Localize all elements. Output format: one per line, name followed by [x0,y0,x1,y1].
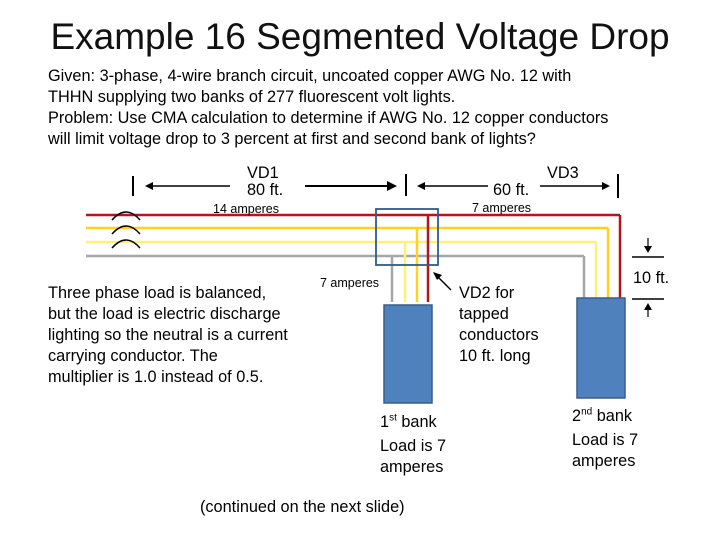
bank-2-load-unit: amperes [572,452,636,470]
bank-1-title: 1st bank [380,412,446,433]
bank-2-load: Load is 7 [572,431,639,449]
bank-1-word: bank [396,413,437,431]
main-current-label: 14 amperes [213,202,280,216]
drop-length-arrowhead-top [644,246,652,253]
vd1-label: VD1 [247,164,279,182]
vd2-line: 10 ft. long [459,347,531,365]
bank-2-caption: 2nd bank Load is 7 amperes [572,406,638,472]
continued-note: (continued on the next slide) [200,498,405,516]
vd1-right-arrowhead [387,181,397,191]
vd3-label: VD3 [547,164,579,182]
light-bank-2 [576,297,626,399]
note-line: but the load is electric discharge [48,305,281,323]
problem-line: will limit voltage drop to 3 percent at … [48,130,536,148]
vd2-line: tapped [459,305,509,323]
vd2-line: VD2 for [459,284,515,302]
drop-length-label: 10 ft. [633,269,670,287]
bank-2-title: 2nd bank [572,406,638,427]
drop-length-arrowhead-bottom [644,303,652,310]
vd2-label: VD2 for tapped conductors 10 ft. long [459,283,539,367]
vd3-distance: 60 ft. [493,181,530,199]
bank-1-load: Load is 7 [380,437,447,455]
vd1-distance: 80 ft. [247,181,284,199]
vd1-left-arrowhead [145,182,153,190]
bank-2-ordinal: nd [581,406,593,418]
bank-1-load-unit: amperes [380,458,444,476]
cable-group-arc [111,239,141,249]
problem-statement: Given: 3-phase, 4-wire branch circuit, u… [48,66,708,150]
note-line: lighting so the neutral is a current [48,326,288,344]
bank-1-ordinal: st [389,412,397,424]
bank-1-caption: 1st bank Load is 7 amperes [380,412,446,478]
problem-line: THHN supplying two banks of 277 fluoresc… [48,88,456,106]
tap-current-label: 7 amperes [320,276,380,290]
cable-group-arc [111,211,141,221]
light-bank-1 [383,304,433,404]
tap-junction-box [375,208,439,266]
run-current-label: 7 amperes [472,201,532,215]
cable-group-arc [111,225,141,235]
slide-title: Example 16 Segmented Voltage Drop [50,16,670,57]
vd3-right-arrowhead [602,182,610,190]
note-line: carrying conductor. The [48,347,218,365]
bank-2-number: 2 [572,407,582,425]
problem-line: Given: 3-phase, 4-wire branch circuit, u… [48,67,572,85]
bank-1-number: 1 [380,413,390,431]
neutral-note: Three phase load is balanced, but the lo… [48,283,338,388]
problem-line: Problem: Use CMA calculation to determin… [48,109,609,127]
vd3-left-arrowhead [417,182,425,190]
note-line: multiplier is 1.0 instead of 0.5. [48,368,264,386]
vd2-pointer-arrowhead [433,272,442,280]
bank-2-word: bank [592,407,633,425]
vd2-line: conductors [459,326,539,344]
note-line: Three phase load is balanced, [48,284,267,302]
